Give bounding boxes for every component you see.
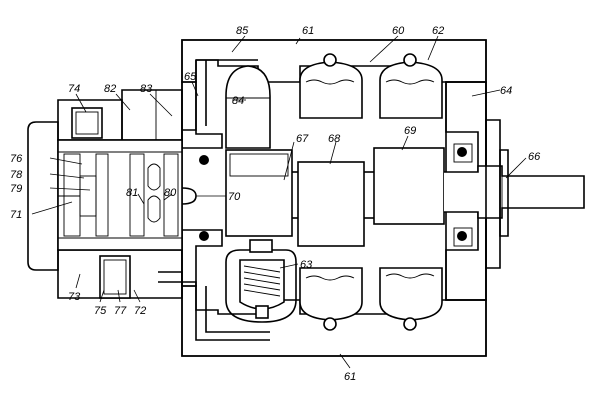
- label-80: 80: [164, 187, 177, 199]
- label-71: 71: [10, 209, 22, 221]
- bearings: [199, 143, 473, 247]
- label-70: 70: [228, 191, 241, 203]
- label-82: 82: [104, 83, 116, 95]
- label-77: 77: [114, 305, 127, 317]
- label-68: 68: [328, 133, 341, 145]
- piston-top-right: [379, 53, 443, 119]
- label-79: 79: [10, 183, 22, 195]
- leader-lines: [31, 35, 527, 369]
- right-flange: [485, 119, 509, 269]
- label-84: 84: [232, 95, 244, 107]
- check-valve-spring: [225, 239, 297, 323]
- label-66: 66: [528, 151, 541, 163]
- label-65: 65: [184, 71, 197, 83]
- label-61-top: 61: [302, 25, 314, 37]
- label-67: 67: [296, 133, 309, 145]
- piston-bottom-middle: [299, 267, 363, 331]
- label-76: 76: [10, 153, 23, 165]
- label-78: 78: [10, 169, 23, 181]
- fluid-passages: [158, 59, 270, 341]
- label-61-bottom: 61: [344, 371, 356, 383]
- label-74: 74: [68, 83, 80, 95]
- label-85: 85: [236, 25, 249, 37]
- label-83: 83: [140, 83, 153, 95]
- label-63: 63: [300, 259, 313, 271]
- label-81: 81: [126, 187, 138, 199]
- reference-labels: 61 85 60 62 64 65 83 82 74 84 67 68 69 6…: [10, 25, 541, 383]
- piston-bottom-right: [379, 267, 443, 331]
- piston-top-left: [225, 65, 271, 149]
- label-75: 75: [94, 305, 107, 317]
- drive-shaft: [225, 147, 585, 247]
- valve-body: [27, 89, 197, 299]
- label-72: 72: [134, 305, 146, 317]
- label-69: 69: [404, 125, 416, 137]
- label-73: 73: [68, 291, 81, 303]
- label-60: 60: [392, 25, 405, 37]
- label-64: 64: [500, 85, 512, 97]
- label-62: 62: [432, 25, 444, 37]
- piston-top-middle: [299, 53, 363, 119]
